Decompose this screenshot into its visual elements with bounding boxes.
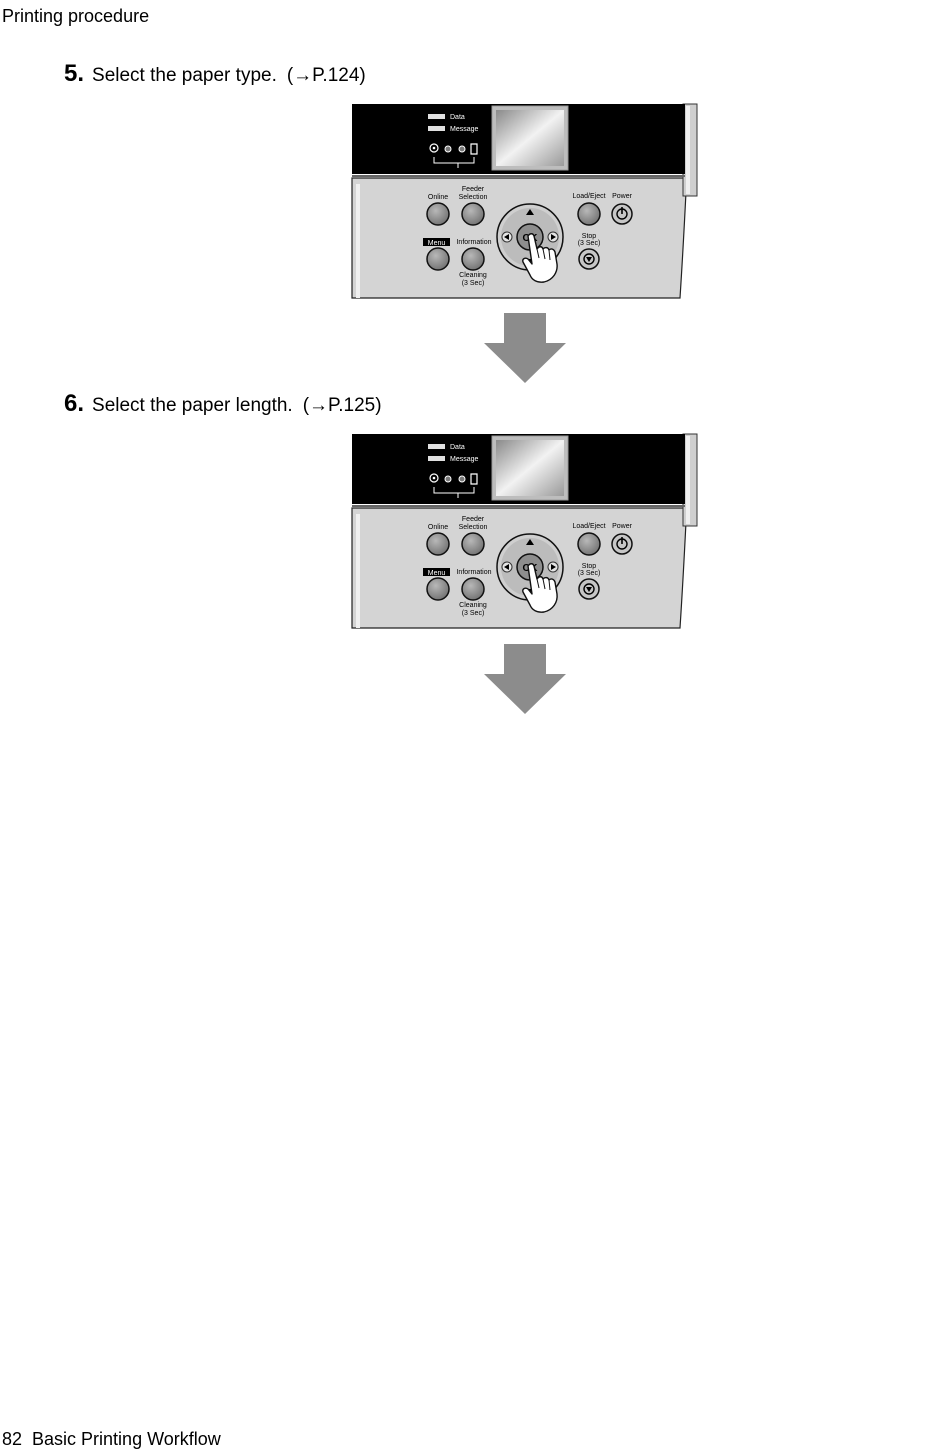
step-text: Select the paper length. <box>92 395 293 416</box>
feeder-label-1: Feeder <box>462 516 485 523</box>
data-lamp <box>428 444 445 449</box>
running-header: Printing procedure <box>2 6 150 26</box>
page-reference-link[interactable]: (→P.124) <box>286 65 366 86</box>
step-6: 6. Select the paper length. (→P.125) <box>64 392 382 418</box>
data-lamp-label: Data <box>450 114 465 121</box>
feeder-label-2: Selection <box>459 194 488 201</box>
stop-label-2: (3 Sec) <box>578 570 601 577</box>
stop-icon <box>583 583 595 595</box>
feeder-selection-button <box>461 532 485 556</box>
sheet-icon <box>470 473 478 485</box>
message-lamp <box>428 456 445 461</box>
information-label: Information <box>456 239 491 246</box>
online-button <box>426 532 450 556</box>
load-eject-label: Load/Eject <box>572 193 605 200</box>
down-arrow-icon <box>482 313 568 383</box>
power-label: Power <box>612 193 633 200</box>
load-eject-button <box>577 202 601 226</box>
up-arrow-icon <box>526 539 534 545</box>
pointing-hand-icon <box>522 563 558 613</box>
menu-label: Menu <box>428 570 446 577</box>
stop-icon <box>583 253 595 265</box>
down-arrow-icon <box>482 644 568 714</box>
stop-label-1: Stop <box>582 233 597 240</box>
message-lamp <box>428 126 445 131</box>
feeder-label-2: Selection <box>459 524 488 531</box>
menu-button <box>426 577 450 601</box>
left-arrow-icon <box>504 234 509 240</box>
power-label: Power <box>612 523 633 530</box>
control-panel-illustration-1: Data Message Online Feeder Selection Loa… <box>350 102 702 302</box>
cleaning-label-1: Cleaning <box>459 272 487 279</box>
roll-indicator-lamp <box>444 475 452 483</box>
menu-button <box>426 247 450 271</box>
step-5: 5. Select the paper type. (→P.124) <box>64 62 366 88</box>
message-lamp-label: Message <box>450 456 479 463</box>
feeder-selection-button <box>461 202 485 226</box>
load-eject-label: Load/Eject <box>572 523 605 530</box>
page-footer: 82 Basic Printing Workflow <box>2 1428 221 1450</box>
sheet-indicator-lamp <box>458 475 466 483</box>
step-number: 6. <box>64 390 85 417</box>
step-number: 5. <box>64 60 85 87</box>
information-button <box>461 247 485 271</box>
message-lamp-label: Message <box>450 126 479 133</box>
menu-label: Menu <box>428 240 446 247</box>
cleaning-label-2: (3 Sec) <box>462 280 485 287</box>
feeder-label-1: Feeder <box>462 186 485 193</box>
roll-indicator-lamp <box>444 145 452 153</box>
stop-label-2: (3 Sec) <box>578 240 601 247</box>
information-label: Information <box>456 569 491 576</box>
data-lamp-label: Data <box>450 444 465 451</box>
control-panel-illustration-2: Data Message Online Feeder Selection Loa… <box>350 432 702 632</box>
online-label: Online <box>428 194 448 201</box>
up-arrow-icon <box>526 209 534 215</box>
sheet-indicator-lamp <box>458 145 466 153</box>
cleaning-label-2: (3 Sec) <box>462 610 485 617</box>
page-reference-link[interactable]: (→P.125) <box>302 395 382 416</box>
data-lamp <box>428 114 445 119</box>
sheet-icon <box>470 143 478 155</box>
chapter-title: Basic Printing Workflow <box>32 1429 221 1449</box>
roll-icon <box>429 473 439 483</box>
page-number: 82 <box>2 1429 23 1449</box>
stop-label-1: Stop <box>582 563 597 570</box>
load-eject-button <box>577 532 601 556</box>
cleaning-label-1: Cleaning <box>459 602 487 609</box>
online-button <box>426 202 450 226</box>
step-text: Select the paper type. <box>92 65 277 86</box>
information-button <box>461 577 485 601</box>
pointing-hand-icon <box>522 233 558 283</box>
right-arrow-icon <box>551 564 556 570</box>
online-label: Online <box>428 524 448 531</box>
roll-icon <box>429 143 439 153</box>
left-arrow-icon <box>504 564 509 570</box>
right-arrow-icon <box>551 234 556 240</box>
